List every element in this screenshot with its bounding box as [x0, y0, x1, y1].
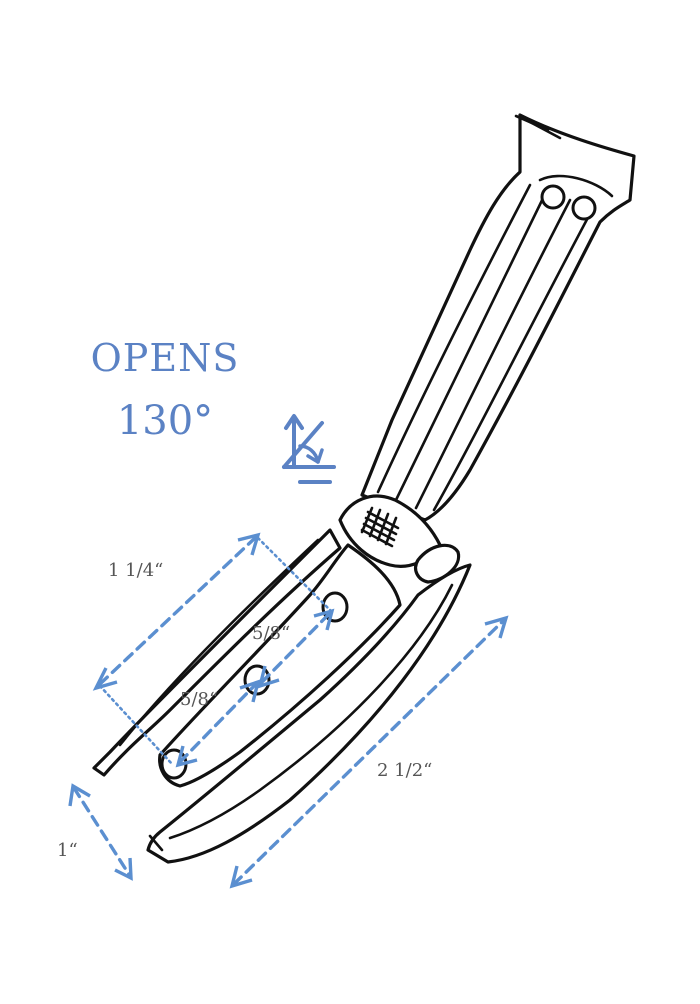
lower-jaw-left	[92, 528, 342, 777]
arrow-head	[175, 745, 198, 768]
dim-line-hole-bottom	[178, 682, 258, 764]
dim-line-tip	[72, 786, 132, 878]
handle-length-label: 2 1/2“	[377, 760, 433, 781]
angle-icon	[282, 414, 336, 484]
arrow-head	[68, 783, 91, 807]
hole-spacing-bottom-label: 5/8“	[180, 689, 219, 710]
arrow-head	[313, 608, 335, 631]
arrow-head	[229, 865, 253, 889]
lower-handle-right	[146, 563, 472, 864]
dim-line-jaw	[98, 536, 257, 686]
arrow-head	[257, 665, 280, 689]
dimension-lines	[68, 532, 509, 889]
arrow-head	[484, 615, 509, 639]
jaw-length-label: 1 1/4“	[108, 560, 164, 581]
opening-angle-value: 130°	[116, 398, 214, 444]
arrow-head	[237, 532, 261, 556]
top-ring-right	[571, 195, 597, 221]
opens-label: OPENS	[90, 336, 240, 380]
tip-width-label: 1“	[57, 840, 78, 861]
arrow-head	[92, 667, 118, 691]
extension-line	[256, 536, 334, 614]
top-ring-left	[540, 184, 566, 210]
arrow-head	[114, 857, 133, 881]
upper-handle	[360, 113, 636, 522]
hole-spacing-top-label: 5/8“	[252, 623, 291, 644]
dim-line-handle	[232, 618, 506, 886]
extension-line	[98, 684, 174, 766]
arrow-head	[239, 679, 261, 703]
dim-line-hole-top	[260, 611, 332, 684]
